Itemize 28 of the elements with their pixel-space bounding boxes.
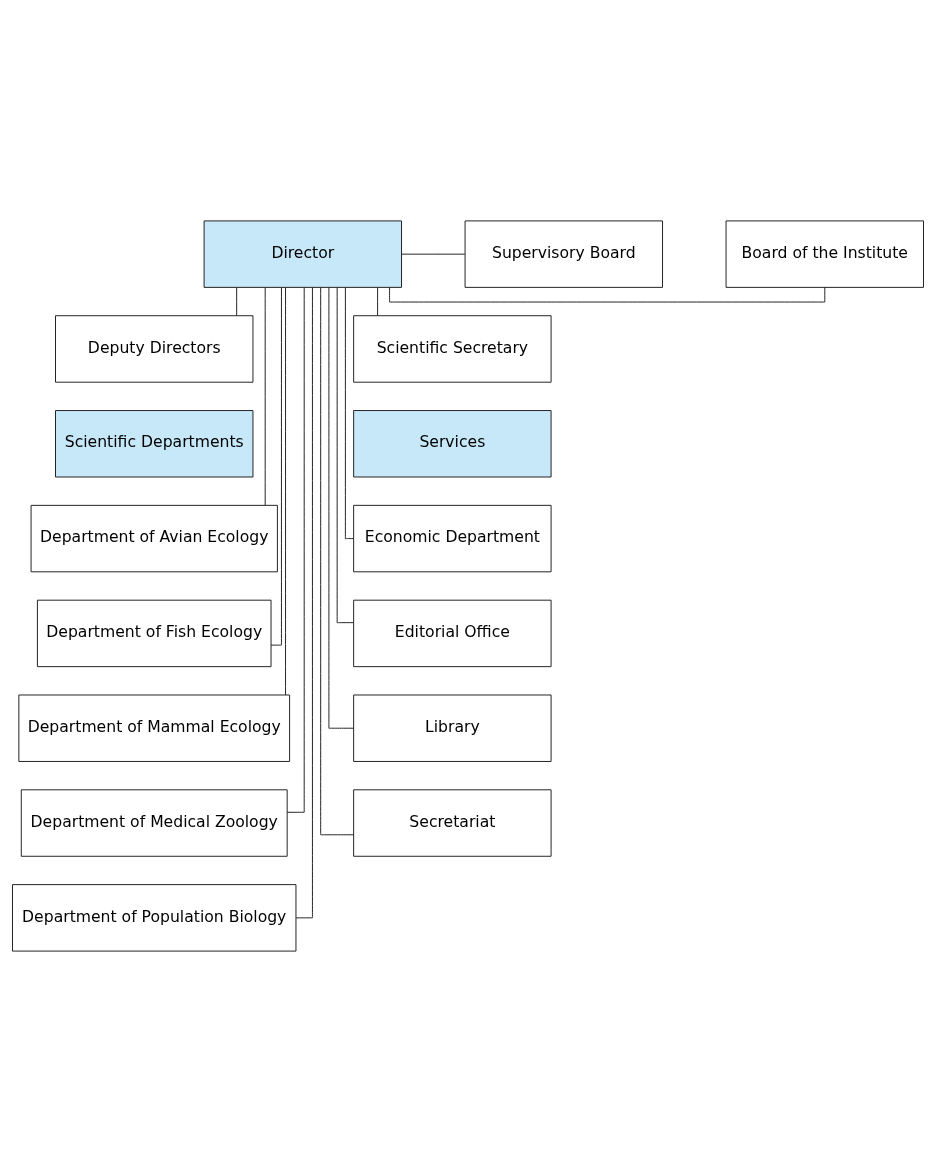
- node-box: Department of Medical Zoology: [20, 788, 288, 857]
- node-box: Secretariat: [353, 788, 552, 857]
- node-box: Services: [353, 409, 552, 477]
- node-box: Director: [203, 219, 402, 288]
- node-box: Deputy Directors: [55, 314, 254, 383]
- connector: [336, 286, 354, 623]
- connector: [270, 286, 282, 646]
- node-box: Scientific Secretary: [353, 314, 552, 383]
- node-box: Department of Fish Ecology: [36, 599, 272, 667]
- connector: [236, 286, 238, 316]
- node-box: Library: [353, 694, 552, 762]
- connector: [328, 286, 355, 729]
- node-box: Department of Avian Ecology: [30, 504, 278, 572]
- connector: [401, 253, 466, 255]
- node-box: Department of Mammal Ecology: [18, 694, 291, 762]
- connector: [377, 286, 379, 316]
- node-box: Scientific Departments: [55, 409, 254, 477]
- node-box: Department of Population Biology: [12, 883, 297, 952]
- connector: [286, 286, 305, 813]
- connector: [320, 286, 355, 835]
- node-box: Economic Department: [353, 504, 552, 572]
- connector: [344, 286, 354, 539]
- connector: [264, 286, 266, 506]
- connector: [295, 286, 313, 918]
- node-box: Supervisory Board: [464, 219, 663, 288]
- node-box: Editorial Office: [353, 599, 552, 667]
- connector: [285, 286, 286, 695]
- node-box: Board of the Institute: [725, 219, 924, 288]
